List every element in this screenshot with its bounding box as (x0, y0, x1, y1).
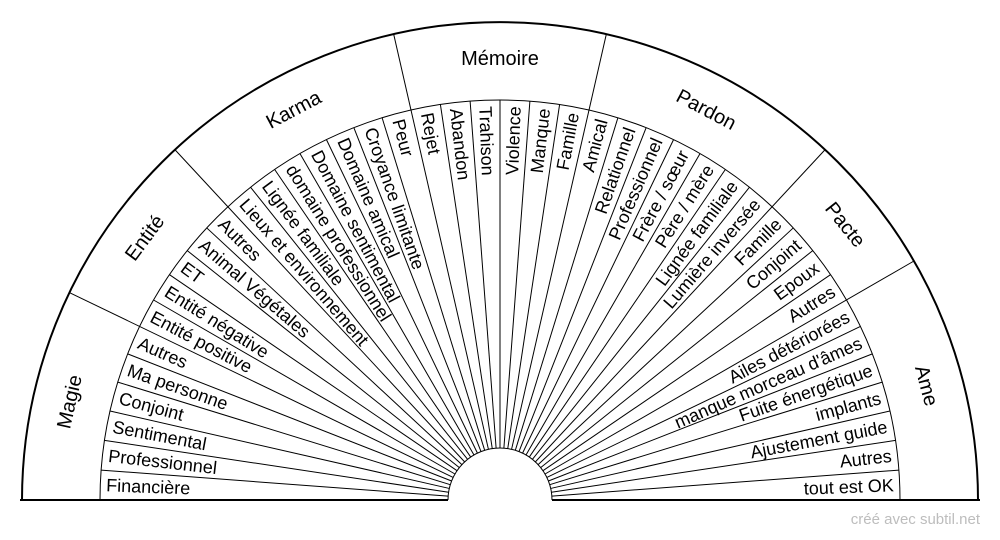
item-label: Trahison (475, 106, 498, 176)
item-divider (550, 410, 891, 489)
section-divider (544, 260, 915, 475)
item-divider (551, 439, 896, 493)
item-divider (169, 274, 458, 472)
item-divider (525, 153, 701, 456)
item-divider (274, 169, 472, 458)
item-divider (381, 117, 486, 451)
item-divider (514, 117, 619, 451)
section-divider (174, 149, 465, 463)
section-title: Entité (121, 211, 169, 265)
item-label: tout est OK (803, 475, 894, 498)
item-divider (518, 127, 647, 452)
item-divider (299, 153, 475, 456)
section-title: Magie (53, 373, 87, 431)
item-divider (439, 104, 493, 449)
item-divider (522, 139, 675, 454)
item-divider (101, 469, 449, 497)
item-label: Financière (106, 475, 191, 498)
section-divider (69, 292, 454, 478)
item-divider (548, 353, 873, 482)
section-divider (535, 149, 826, 463)
item-divider (551, 469, 899, 497)
item-divider (540, 250, 814, 468)
item-divider (549, 381, 883, 486)
item-divider (528, 169, 726, 458)
item-divider (353, 127, 482, 452)
section-title: Ame (910, 363, 942, 408)
item-divider (325, 139, 478, 454)
center-hub (447, 447, 553, 501)
item-label: Violence (502, 106, 525, 175)
item-label: Autres (839, 446, 893, 472)
item-divider (546, 325, 861, 478)
item-divider (153, 299, 456, 475)
item-label: Manque (527, 107, 554, 174)
section-title: Karma (263, 86, 326, 133)
item-divider (532, 186, 750, 460)
item-divider (542, 274, 831, 472)
section-title: Pacte (820, 198, 869, 252)
outer-arc (21, 21, 979, 501)
item-divider (117, 381, 451, 486)
item-divider (127, 353, 452, 482)
item-divider (469, 101, 497, 449)
item-divider (507, 104, 561, 449)
item-divider (109, 410, 450, 489)
item-divider (104, 439, 449, 493)
section-title: Mémoire (461, 48, 539, 70)
section-divider (393, 33, 489, 450)
section-title: Pardon (672, 85, 739, 135)
item-divider (206, 227, 463, 465)
item-divider (503, 101, 531, 449)
item-divider (537, 227, 794, 465)
section-divider (511, 33, 607, 450)
credit-text: créé avec subtil.net (850, 511, 980, 528)
item-divider (186, 250, 460, 468)
item-divider (250, 186, 468, 460)
item-label: Rejet (417, 111, 444, 156)
